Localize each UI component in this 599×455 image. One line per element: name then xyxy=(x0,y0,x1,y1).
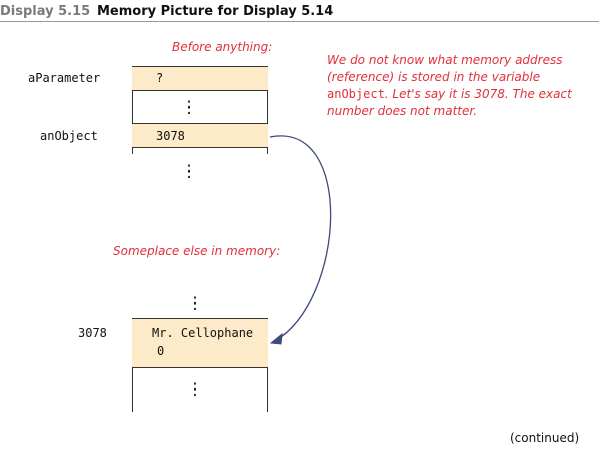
before-anything-note: Before anything: xyxy=(172,40,273,54)
ellipsis-dot-c: : xyxy=(184,160,194,176)
anobject-label: anObject xyxy=(40,129,98,143)
ellipsis-dot-e: : xyxy=(190,292,200,308)
display-label: Display 5.15 xyxy=(0,4,91,19)
header-rule xyxy=(0,21,599,22)
reference-arrowhead xyxy=(269,332,283,345)
memory-column-right-line-top xyxy=(267,66,268,154)
memory-column-left-line-top xyxy=(132,66,133,154)
display-header: Display 5.15 Memory Picture for Display … xyxy=(0,0,599,24)
object-number-value: 0 xyxy=(157,344,165,358)
explanation-note: We do not know what memory address (refe… xyxy=(327,52,592,120)
ellipsis-dot-b: : xyxy=(184,102,194,118)
explanation-text-1: We do not know what memory address (refe… xyxy=(327,53,563,84)
reference-arrow-curve xyxy=(269,135,332,342)
object-name-value: Mr. Cellophane xyxy=(152,326,254,340)
anobject-value: 3078 xyxy=(156,129,185,143)
ellipsis-1: : : xyxy=(184,97,194,117)
explanation-text-2: . Let's say it is 3078. The exact number… xyxy=(327,87,572,118)
display-title: Memory Picture for Display 5.14 xyxy=(97,4,334,19)
aparameter-label: aParameter xyxy=(28,71,101,85)
ellipsis-dot-f: : xyxy=(190,298,200,314)
ellipsis-dot-h: : xyxy=(190,384,200,400)
someplace-else-note: Someplace else in memory: xyxy=(113,244,281,258)
aparameter-cell xyxy=(132,66,268,91)
ellipsis-2: : : xyxy=(184,161,194,181)
ellipsis-dot-g: : xyxy=(190,378,200,394)
object-cell xyxy=(132,318,268,368)
explanation-code: anObject xyxy=(327,87,385,101)
continued-label: (continued) xyxy=(510,431,580,445)
ellipsis-4: : : xyxy=(190,379,200,399)
object-address-label: 3078 xyxy=(78,326,107,340)
ellipsis-3: : : xyxy=(190,293,200,313)
anobject-cell xyxy=(132,123,268,148)
ellipsis-dot-a: : xyxy=(184,96,194,112)
aparameter-value: ? xyxy=(156,71,164,85)
ellipsis-dot-d: : xyxy=(184,166,194,182)
